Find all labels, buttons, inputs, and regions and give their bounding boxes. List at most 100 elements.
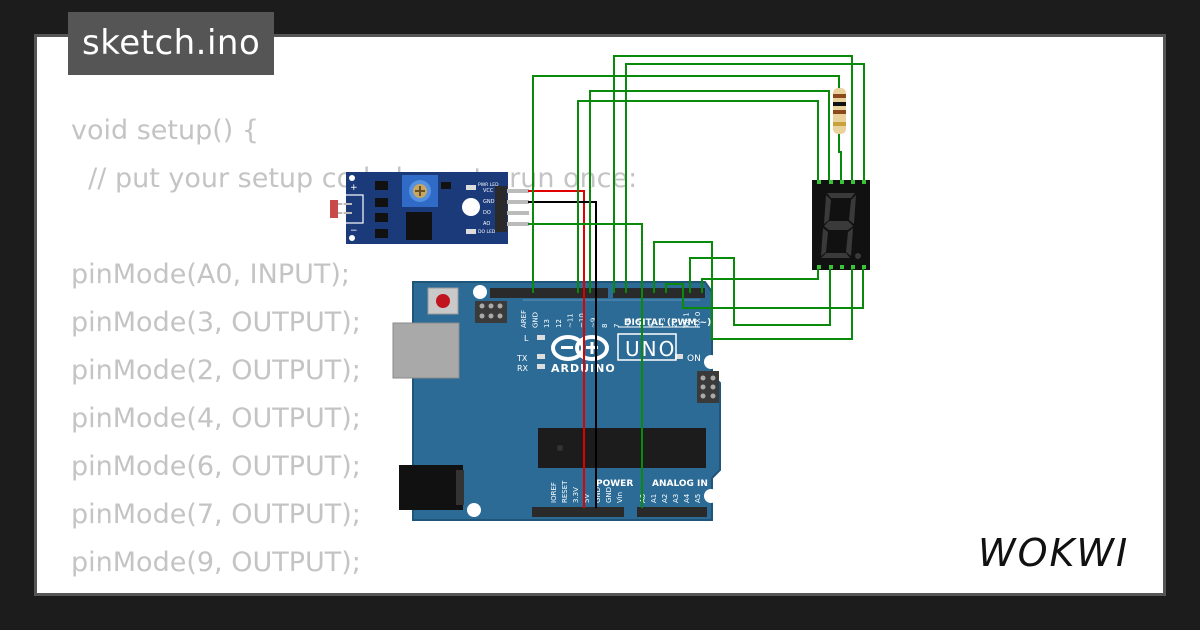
dc-power-jack (399, 465, 463, 510)
pin-label: ~9 (590, 318, 598, 328)
wires (528, 55, 865, 508)
sensor-pin-vcc: VCC (483, 188, 494, 194)
resistor[interactable] (833, 80, 846, 152)
pin-label: GND (605, 487, 613, 503)
pin-label: A4 (683, 493, 691, 503)
wire-seg-9 (665, 269, 864, 309)
pin-label: ~10 (578, 313, 586, 328)
pin-label: A1 (650, 494, 658, 503)
comparator-ic (406, 212, 432, 240)
sensor-minus: − (350, 226, 358, 236)
pin-label: GND (594, 487, 602, 503)
pin-label: IOREF (550, 482, 558, 503)
wire-seg-7 (689, 257, 831, 326)
wire-seg-3 (589, 90, 830, 293)
uno-box (617, 333, 677, 361)
pin-label: ~11 (566, 313, 574, 328)
wire-seg-6 (653, 241, 853, 340)
photoresistor (330, 200, 352, 218)
code-line: pinMode(7, OUTPUT); (71, 499, 361, 530)
wire-seg-8 (701, 269, 819, 293)
tx-led (537, 354, 545, 359)
mounting-hole (467, 503, 481, 517)
pin-label: RX 0 (694, 312, 702, 328)
pin-label: 7 (613, 324, 621, 328)
uno-label: UNO (625, 337, 676, 361)
pin-label: A5 (694, 494, 702, 503)
wire-seg-2 (577, 100, 819, 293)
pwr-led-label: PWR LED (478, 182, 499, 188)
pin-label: ~5 (636, 318, 644, 328)
atmega-chip (538, 428, 706, 468)
pin-label: 3.3V (572, 487, 580, 503)
potentiometer-knob[interactable] (402, 175, 438, 207)
analog-header (637, 507, 707, 517)
arduino-label: ARDUINO (551, 362, 616, 375)
l-led (537, 335, 545, 340)
light-sensor-module[interactable]: + − PWR LED DO LED VCC GND DO AO (330, 172, 529, 244)
sensor-pin-ao: AO (483, 221, 490, 227)
code-line: pinMode(2, OUTPUT); (71, 355, 361, 386)
pin-label: AREF (520, 310, 528, 328)
wire-seg-4 (613, 55, 853, 293)
pin-label: GND (532, 312, 540, 328)
svg-text:WOKWI: WOKWI (978, 531, 1129, 575)
usb-connector (392, 322, 460, 379)
power-header (532, 507, 624, 517)
digital-header-left (490, 288, 608, 298)
wire-vcc (528, 190, 585, 508)
pin-label: RESET (561, 480, 569, 503)
sensor-pin-do: DO (483, 210, 491, 216)
arduino-uno-board[interactable]: UNO ARDUINO DIGITAL (PWM ~) POWER ANALOG… (392, 281, 721, 521)
rx-label: RX (517, 364, 529, 373)
seven-segment-display[interactable] (812, 180, 870, 270)
pin-label: 5V (583, 494, 591, 503)
pin-label: 13 (543, 319, 551, 328)
pin-label: ~6 (624, 317, 632, 328)
pin-label: 2 (671, 324, 679, 328)
pin-label: TX 1 (682, 312, 690, 329)
l-label: L (524, 334, 529, 343)
code-line: pinMode(9, OUTPUT); (71, 547, 361, 578)
digital-label: DIGITAL (PWM ~) (624, 318, 711, 328)
code-line: pinMode(3, OUTPUT); (71, 307, 361, 338)
pin-label: 4 (648, 323, 656, 328)
sensor-led (462, 198, 480, 216)
pin-label: A2 (661, 494, 669, 503)
sketch-filename-tab[interactable]: sketch.ino (68, 12, 275, 75)
code-editor: void setup() { // put your setup code he… (71, 107, 791, 593)
icsp-header (475, 301, 507, 323)
wire-seg-5 (625, 63, 865, 293)
pin-label: ~3 (659, 318, 667, 328)
on-label: ON (687, 354, 701, 364)
mounting-hole (473, 285, 487, 299)
mounting-hole (704, 489, 718, 503)
sensor-plus: + (350, 183, 358, 193)
code-line: pinMode(4, OUTPUT); (71, 403, 361, 434)
wire-common (838, 134, 842, 180)
pin-label: A3 (672, 494, 680, 503)
digital-header-right (613, 288, 705, 298)
pin-label: Vin (616, 492, 624, 503)
wire-seg-1 (532, 75, 840, 293)
code-line: void setup() { (71, 115, 260, 146)
wokwi-logo: WOKWI (978, 531, 1129, 575)
power-label: POWER (596, 479, 633, 489)
analog-label: ANALOG IN (652, 479, 708, 489)
pin-label: 12 (555, 319, 563, 328)
pin-label: 8 (601, 324, 609, 328)
do-led-label: DO LED (478, 229, 496, 235)
sensor-pin-gnd: GND (483, 199, 495, 205)
on-led (675, 354, 683, 359)
tx-label: TX (516, 354, 528, 363)
mounting-hole (704, 355, 718, 369)
icsp-header-right (697, 371, 719, 403)
code-line: pinMode(A0, INPUT); (71, 259, 350, 290)
code-line: pinMode(6, OUTPUT); (71, 451, 361, 482)
wire-ao (528, 223, 643, 508)
rx-led (537, 364, 545, 369)
wire-gnd (528, 201, 597, 508)
